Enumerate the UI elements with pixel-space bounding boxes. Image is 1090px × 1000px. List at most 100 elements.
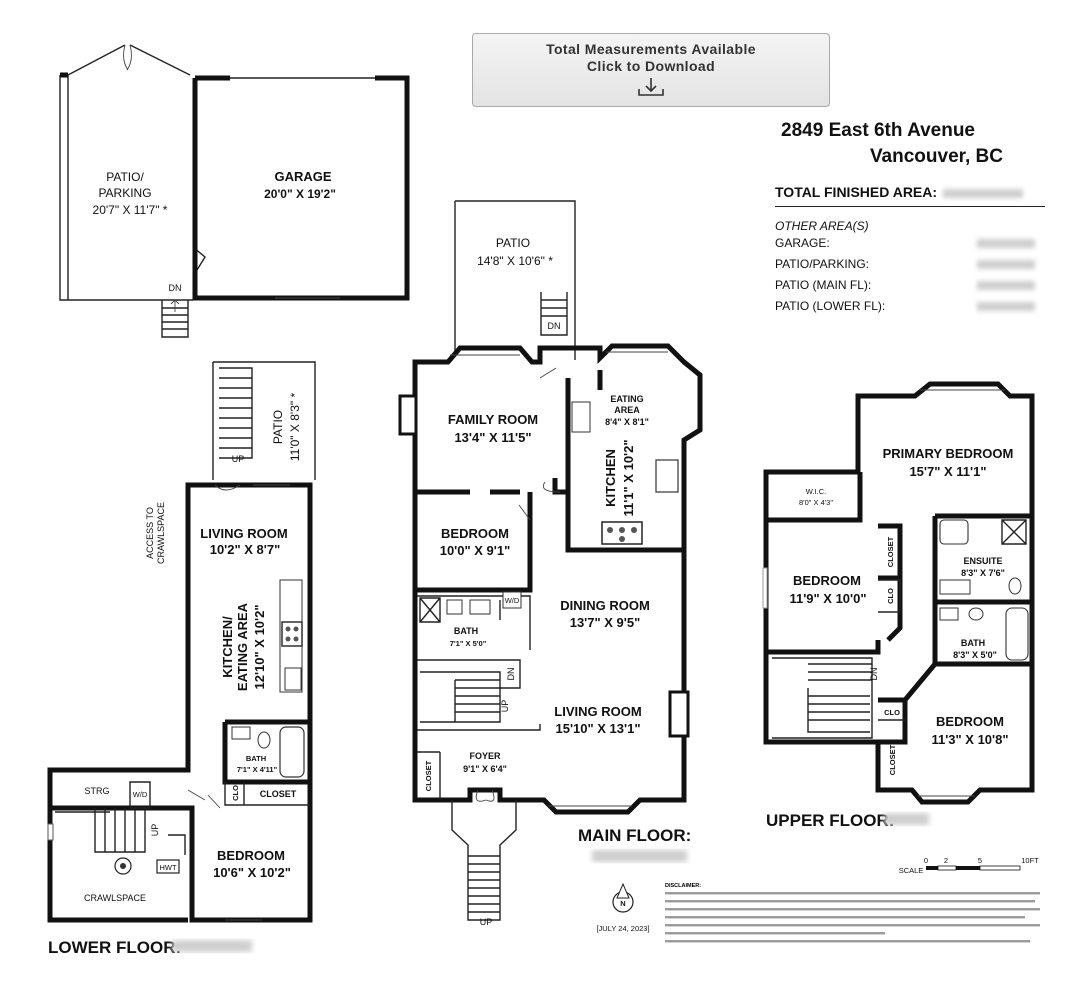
total-finished-area-label: TOTAL FINISHED AREA: xyxy=(775,184,938,200)
patio-parking-label: PATIO/ xyxy=(106,170,144,184)
access-label: ACCESS TO xyxy=(145,507,155,559)
ensuite-label: ENSUITE xyxy=(963,556,1002,566)
wic-label: W.I.C. xyxy=(806,487,826,496)
dining-room-dims: 13'7" X 9'5" xyxy=(570,615,641,630)
other-area-blurred xyxy=(977,239,1035,248)
north-date: [JULY 24, 2023] xyxy=(596,924,649,933)
other-area-label: PATIO (MAIN FL): xyxy=(775,278,872,292)
main-patio-label: PATIO xyxy=(496,236,530,250)
other-area-row: GARAGE: xyxy=(775,233,1045,254)
main-dn: DN xyxy=(506,668,516,681)
other-area-row: PATIO (LOWER FL): xyxy=(775,296,1045,317)
primary-bedroom-label: PRIMARY BEDROOM xyxy=(883,446,1014,461)
lower-patio-dims: 11'0" X 8'3" * xyxy=(288,393,302,462)
family-room-label: FAMILY ROOM xyxy=(448,412,538,427)
upper-floor-area-blurred xyxy=(884,813,929,825)
lower-floor-area-blurred xyxy=(172,940,252,952)
upper-closet-2: CLOSET xyxy=(888,744,897,775)
main-up: UP xyxy=(500,700,510,713)
download-line-2: Click to Download xyxy=(586,58,716,74)
ensuite-dims: 8'3" X 7'6" xyxy=(961,568,1005,578)
other-areas-header: OTHER AREA(S) xyxy=(775,219,869,233)
eating-area-label: EATING xyxy=(610,394,643,404)
lower-kitchen-label-2: EATING AREA xyxy=(235,602,250,691)
address-city: Vancouver, BC xyxy=(869,146,1003,167)
garage-label: GARAGE xyxy=(274,169,331,184)
download-measurements-button[interactable]: Total Measurements Available Click to Do… xyxy=(472,33,830,107)
lower-living-label: LIVING ROOM xyxy=(200,526,287,541)
main-floor-area-blurred xyxy=(592,850,687,862)
lower-bedroom-label: BEDROOM xyxy=(217,848,285,863)
lower-kitchen-label: KITCHEN/ xyxy=(220,616,235,678)
main-bedroom-dims: 10'0" X 9'1" xyxy=(440,543,511,558)
patio-parking-area: PATIO/ PARKING 20'7" X 11'7" * DN xyxy=(59,44,206,338)
main-closet-label: CLOSET xyxy=(424,760,433,791)
strg-label: STRG xyxy=(84,786,109,796)
upper-floor-plan: W.I.C. 8'0" X 4'3" PRIMARY BEDROOM 15'7"… xyxy=(762,381,1035,830)
kitchen-dims: 11'1" X 10'2" xyxy=(621,439,636,516)
other-area-row: PATIO (MAIN FL): xyxy=(775,275,1045,296)
hwt-label: HWT xyxy=(159,863,176,872)
address-street: 2849 East 6th Avenue xyxy=(781,120,975,141)
main-floor-plan: PATIO 14'8" X 10'6" * DN FAMILY ROOM 13'… xyxy=(398,200,703,927)
main-patio-dims: 14'8" X 10'6" * xyxy=(477,254,553,268)
total-finished-area: TOTAL FINISHED AREA: xyxy=(775,184,1045,207)
kitchen-label: KITCHEN xyxy=(603,449,618,507)
scale-tick-0: 0 xyxy=(924,856,928,865)
wic-dims: 8'0" X 4'3" xyxy=(799,498,833,507)
eating-area-label-2: AREA xyxy=(614,405,640,415)
lower-floor-plan: UP PATIO 11'0" X 8'3" * ACCESS TO CRAWLS… xyxy=(47,361,316,957)
scale-tick-10: 10FT xyxy=(1021,856,1039,865)
family-fireplace xyxy=(398,394,418,436)
property-info-panel: 2849 East 6th Avenue Vancouver, BC TOTAL… xyxy=(775,118,1065,317)
disclaimer-block: DISCLAIMER: xyxy=(665,883,1040,943)
lower-patio-label: PATIO xyxy=(271,410,285,444)
north-arrow: N [JULY 24, 2023] xyxy=(596,882,650,933)
upper-bedroom-2-dims: 11'3" X 10'8" xyxy=(931,732,1008,747)
main-wd: W/D xyxy=(505,596,520,605)
family-room-dims: 13'4" X 11'5" xyxy=(454,430,531,445)
other-area-blurred xyxy=(977,302,1035,311)
scale-tick-2: 2 xyxy=(944,856,948,865)
main-floor-title: MAIN FLOOR: xyxy=(578,826,691,845)
living-room-dims: 15'10" X 13'1" xyxy=(555,721,640,736)
upper-clo-1: CLO xyxy=(886,588,895,604)
lower-living-dims: 10'2" X 8'7" xyxy=(210,542,281,557)
main-bath-dims: 7'1" X 5'0" xyxy=(450,639,487,648)
upper-bath-label: BATH xyxy=(961,638,985,648)
patio-parking-label-2: PARKING xyxy=(98,186,151,200)
lower-floor-title: LOWER FLOOR: xyxy=(48,938,181,957)
other-area-row: PATIO/PARKING: xyxy=(775,254,1045,275)
garage-dims: 20'0" X 19'2" xyxy=(264,187,336,201)
foyer-label: FOYER xyxy=(469,751,501,761)
other-area-blurred xyxy=(977,281,1035,290)
lower-closet: CLOSET xyxy=(260,789,297,799)
scale-tick-5: 5 xyxy=(978,856,982,865)
upper-bath-dims: 8'3" X 5'0" xyxy=(953,650,997,660)
upper-bedroom-1-dims: 11'9" X 10'0" xyxy=(789,591,866,606)
lower-kitchen-dims: 12'10" X 10'2" xyxy=(252,604,267,689)
lower-up: UP xyxy=(150,824,160,837)
main-bath-label: BATH xyxy=(454,626,478,636)
patio-parking-dn: DN xyxy=(169,283,182,293)
lower-bath-label: BATH xyxy=(246,754,266,763)
download-line-1: Total Measurements Available xyxy=(546,41,756,57)
upper-bedroom-2-label: BEDROOM xyxy=(936,714,1004,729)
upper-floor-title: UPPER FLOOR: xyxy=(766,811,894,830)
north-arrow-icon: N xyxy=(620,899,625,908)
total-area-blurred xyxy=(943,188,1024,198)
disclaimer-title: DISCLAIMER: xyxy=(665,883,701,889)
other-area-blurred xyxy=(977,260,1035,269)
download-arrow-icon xyxy=(638,78,664,96)
dining-room-label: DINING ROOM xyxy=(560,598,650,613)
living-fireplace xyxy=(668,690,690,738)
patio-parking-dims: 20'7" X 11'7" * xyxy=(93,203,168,217)
eating-area-dims: 8'4" X 8'1" xyxy=(605,417,649,427)
upper-bedroom-1-label: BEDROOM xyxy=(793,573,861,588)
foyer-dims: 9'1" X 6'4" xyxy=(463,764,507,774)
other-area-label: PATIO (LOWER FL): xyxy=(775,299,886,313)
lower-patio-up: UP xyxy=(232,454,245,464)
lower-wd: W/D xyxy=(133,790,148,799)
lower-clo: CLO xyxy=(231,785,240,801)
